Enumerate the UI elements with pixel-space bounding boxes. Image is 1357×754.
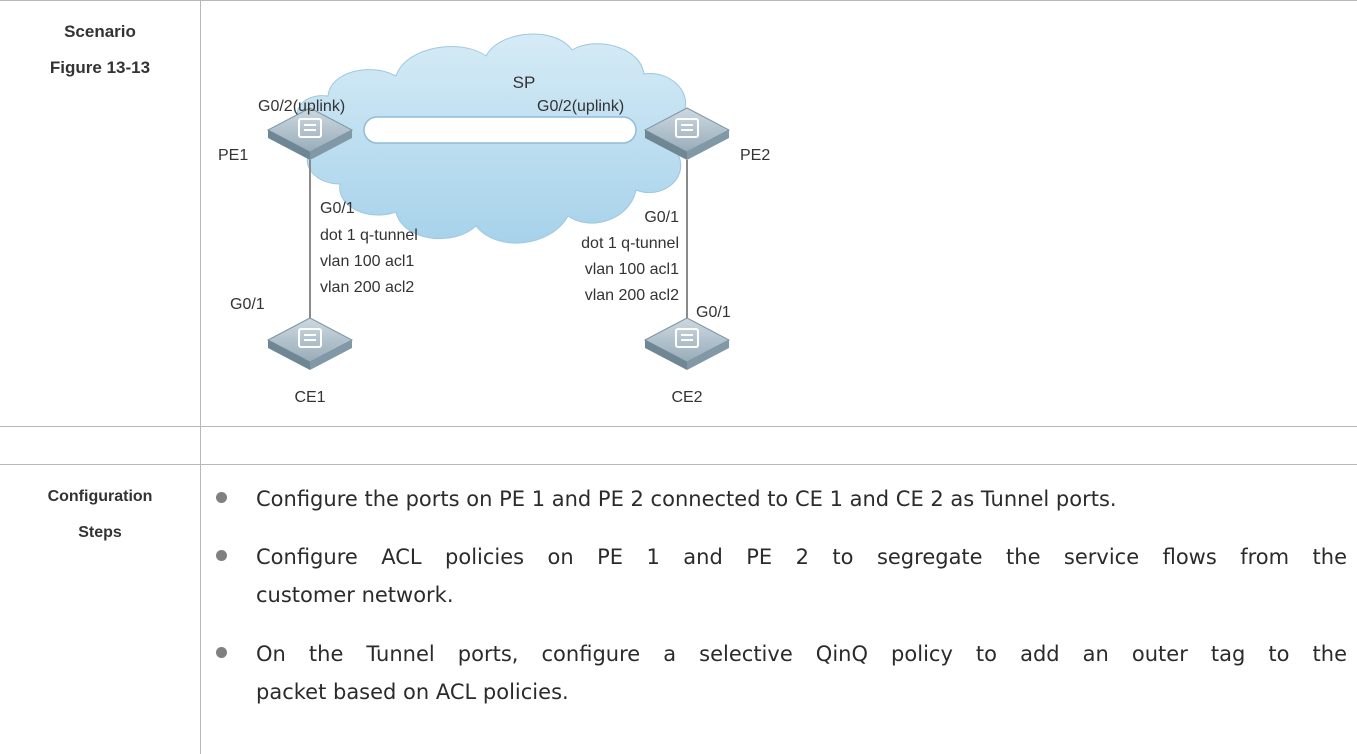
ce2-label: CE2 [671, 389, 702, 406]
pe2-port-line-1: G0/1 [644, 209, 679, 226]
pe1-label: PE1 [218, 147, 248, 164]
ce2-port-label: G0/1 [696, 304, 731, 321]
config-step-3-line1: On the Tunnel ports, configure a selecti… [256, 642, 1347, 666]
scenario-label-line1: Scenario [64, 22, 136, 41]
pe1-port-line-4: vlan 200 acl2 [320, 279, 414, 296]
scenario-label-line2: Figure 13-13 [49, 58, 151, 77]
config-steps-label-line1: Configuration [47, 488, 153, 505]
config-step-2-line1: Configure ACL policies on PE 1 and PE 2 … [256, 545, 1347, 569]
config-steps-label-line2: Steps [78, 524, 122, 541]
sp-cloud: SP [296, 33, 699, 244]
pe2-switch-icon [643, 107, 731, 160]
config-step-1: Configure the ports on PE 1 and PE 2 con… [216, 480, 1347, 518]
ce1-switch-icon [266, 317, 354, 370]
config-step-2-line2: customer network. [256, 583, 454, 607]
bullet-icon [216, 550, 227, 561]
pe1-switch-icon [266, 107, 354, 160]
config-step-3: On the Tunnel ports, configure a selecti… [216, 635, 1347, 711]
pe2-label: PE2 [740, 147, 770, 164]
pe1-port-line-2: dot 1 q-tunnel [320, 227, 418, 244]
config-steps-label: Configuration Steps [0, 479, 200, 551]
backbone-link [363, 116, 637, 144]
ce1-port-label: G0/1 [230, 296, 265, 313]
ce2-switch-icon [643, 317, 731, 370]
pe1-port-line-3: vlan 100 acl1 [320, 253, 414, 270]
table-row-divider-2 [0, 464, 1357, 465]
scenario-label: Scenario Figure 13-13 [0, 14, 200, 86]
pe1-uplink-label: G0/2(uplink) [258, 98, 345, 115]
pe2-uplink-label: G0/2(uplink) [537, 98, 624, 115]
bullet-icon [216, 492, 227, 503]
pe2-port-line-3: vlan 100 acl1 [585, 261, 679, 278]
config-step-2: Configure ACL policies on PE 1 and PE 2 … [216, 538, 1347, 614]
pe1-port-line-1: G0/1 [320, 200, 355, 217]
ce1-label: CE1 [294, 389, 325, 406]
network-diagram: SP PE1 PE2 CE1 [218, 33, 770, 406]
table-row-divider-1 [0, 426, 1357, 427]
table-top-border [0, 0, 1357, 1]
config-step-1-text: Configure the ports on PE 1 and PE 2 con… [256, 487, 1117, 511]
sp-label: SP [513, 73, 536, 92]
pe2-port-line-2: dot 1 q-tunnel [581, 235, 679, 252]
config-step-3-line2: packet based on ACL policies. [256, 680, 569, 704]
pe2-port-line-4: vlan 200 acl2 [585, 287, 679, 304]
table-column-divider [200, 0, 201, 754]
bullet-icon [216, 647, 227, 658]
